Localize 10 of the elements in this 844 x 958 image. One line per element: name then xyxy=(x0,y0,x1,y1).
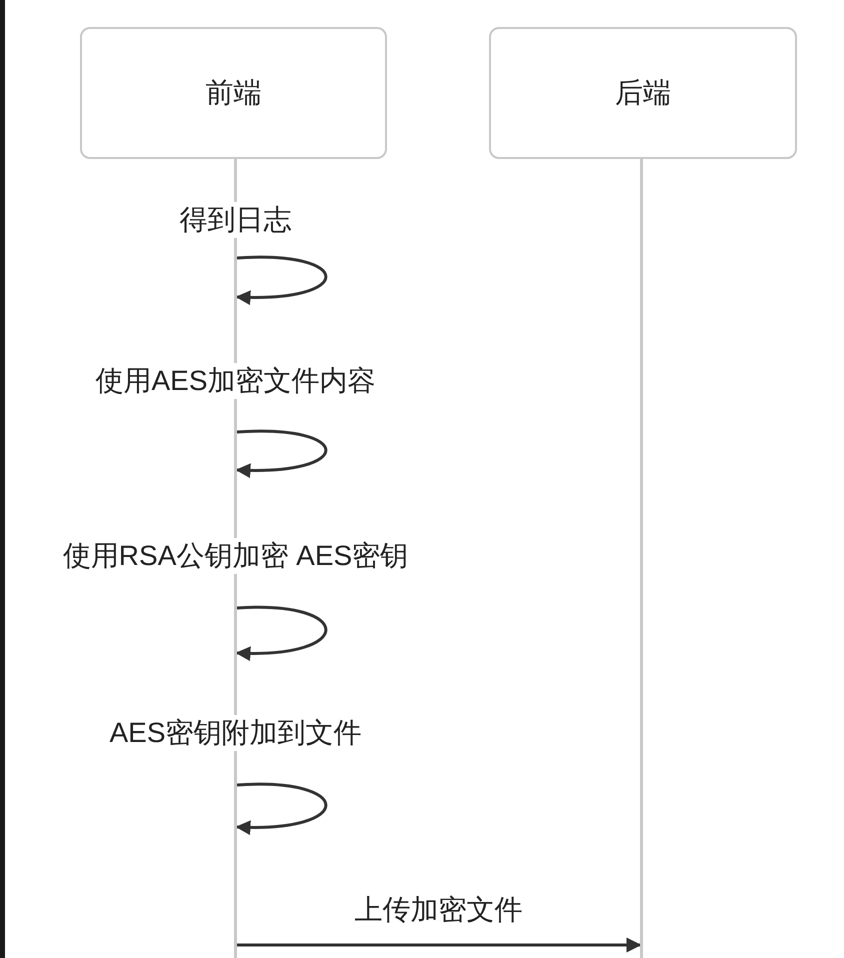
participant-box xyxy=(489,27,797,159)
participant-label: 前端 xyxy=(206,76,262,110)
message-arrow xyxy=(237,938,642,952)
lifeline xyxy=(640,159,643,958)
self-message-arrow xyxy=(236,430,328,478)
self-message-arrow xyxy=(236,256,328,305)
self-message-arrow xyxy=(236,606,328,661)
self-message-arrow xyxy=(236,782,328,835)
participant-label: 后端 xyxy=(615,76,671,110)
participant-box xyxy=(80,27,387,159)
